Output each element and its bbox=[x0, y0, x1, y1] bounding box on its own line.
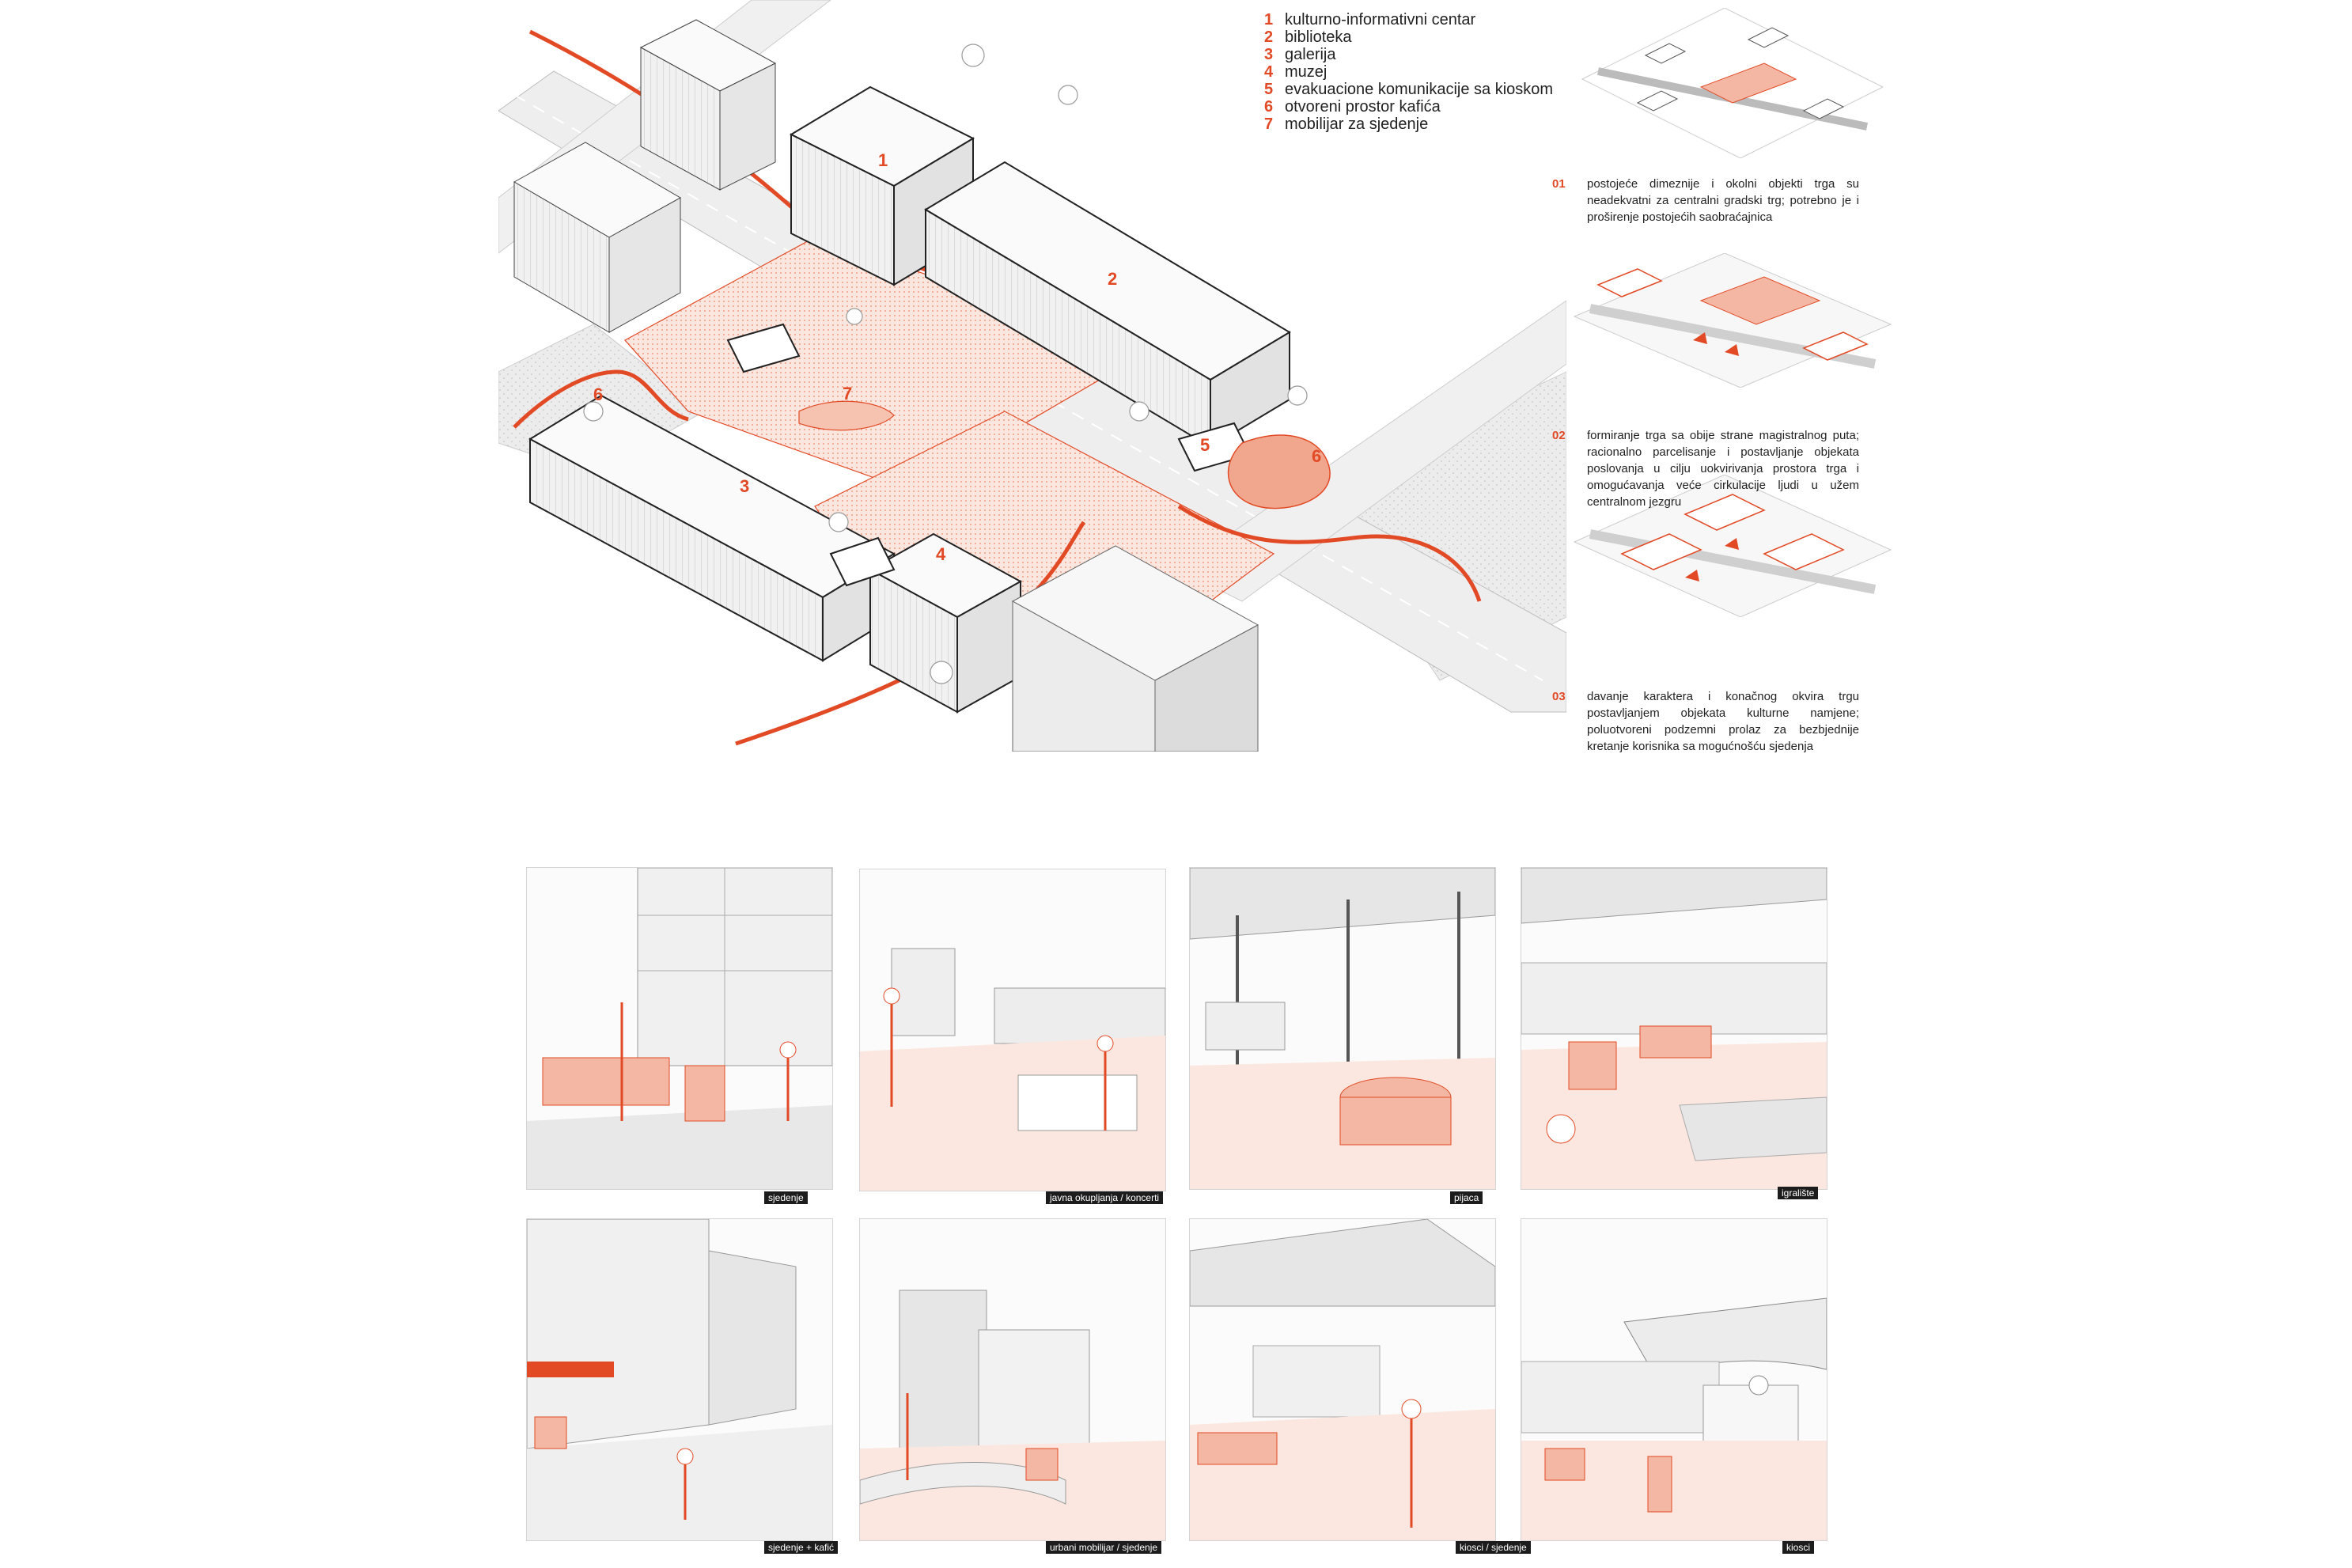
apartment-block-nw bbox=[513, 142, 682, 333]
road-lane bbox=[513, 94, 1543, 681]
tag-pijaca: pijaca bbox=[1450, 1191, 1483, 1204]
tag-kiosci-sjedenje: kiosci / sjedenje bbox=[1456, 1541, 1531, 1554]
tag-kiosci: kiosci bbox=[1782, 1541, 1815, 1554]
map-label-6a: 6 bbox=[593, 384, 603, 404]
map-label-3: 3 bbox=[740, 476, 749, 496]
tag-sjedenje: sjedenje bbox=[764, 1191, 808, 1204]
vignette-kiosci-sjedenje bbox=[1189, 1218, 1496, 1541]
map-label-1: 1 bbox=[878, 150, 888, 170]
vignette-sjedenje bbox=[526, 867, 833, 1190]
foreground-block bbox=[1011, 545, 1259, 752]
map-label-5: 5 bbox=[1200, 435, 1210, 455]
cafe-zone-6 bbox=[1227, 434, 1331, 509]
apartment-block-n bbox=[639, 19, 777, 191]
vignette-urbani-mobilijar bbox=[859, 1218, 1166, 1541]
mini-diagram-step-02 bbox=[1573, 475, 1892, 617]
site-axonometric-plan: 1 2 3 4 5 6 6 7 bbox=[498, 0, 1566, 752]
vignette-sjedenje-kafic bbox=[526, 1218, 833, 1541]
seating-zone-7 bbox=[798, 400, 895, 431]
map-label-2: 2 bbox=[1108, 269, 1117, 289]
tag-urbani-mobilijar: urbani mobilijar / sjedenje bbox=[1046, 1541, 1162, 1554]
orange-path bbox=[1177, 504, 1482, 602]
kiosk-pavilion-south bbox=[829, 536, 896, 587]
vignette-pijaca bbox=[1189, 867, 1496, 1190]
vignette-kiosci bbox=[1521, 1218, 1827, 1541]
mini-diagram-context bbox=[1581, 8, 1884, 158]
kiosk-pavilion-7 bbox=[726, 323, 801, 373]
trees bbox=[583, 44, 1308, 684]
map-label-4: 4 bbox=[936, 544, 946, 564]
tag-javna-okupljanja: javna okupljanja / koncerti bbox=[1046, 1191, 1164, 1204]
tag-igraliste: igralište bbox=[1778, 1187, 1819, 1199]
vignette-javna-okupljanja bbox=[859, 869, 1166, 1191]
orange-path bbox=[513, 369, 689, 429]
map-label-7: 7 bbox=[843, 384, 852, 403]
vignette-igraliste bbox=[1521, 867, 1827, 1190]
map-label-6b: 6 bbox=[1312, 446, 1321, 466]
tag-sjedenje-kafic: sjedenje + kafić bbox=[764, 1541, 839, 1554]
mini-diagram-step-01 bbox=[1573, 253, 1892, 388]
